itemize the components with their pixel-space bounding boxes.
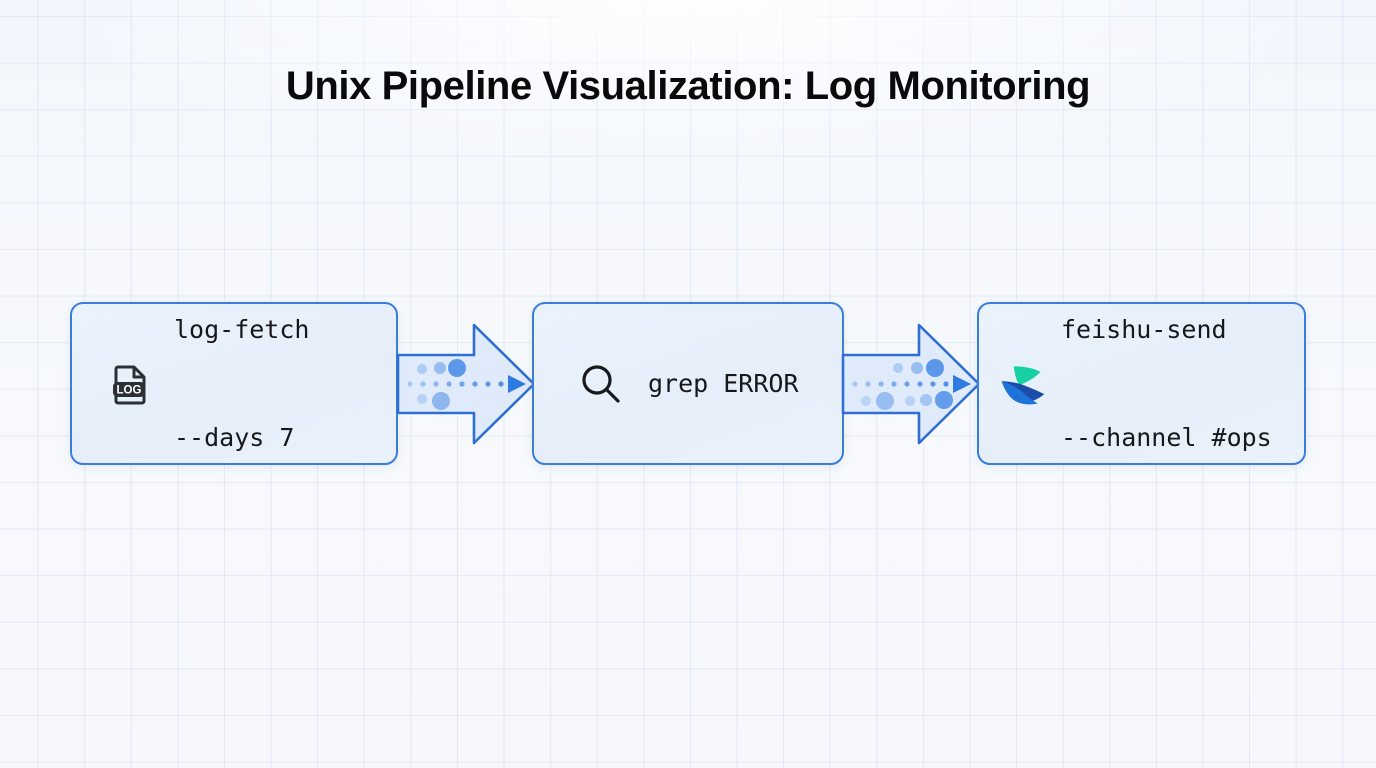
flow-particles [417,359,466,410]
pipeline-node-grep-error[interactable]: grep ERROR [532,302,844,465]
flow-arrowhead [953,375,971,393]
pipeline-node-log-fetch[interactable]: LOG log-fetch --days 7 [70,302,398,465]
search-icon [576,359,626,409]
pipeline-connector-1 [396,318,538,450]
feishu-logo-icon [997,359,1047,409]
log-badge-text: LOG [117,384,142,396]
flow-particles [861,359,953,410]
pipeline-node-label: log-fetch --days 7 [174,240,309,528]
flow-dots [852,381,949,387]
pipeline-node-label: feishu-send --channel #ops [1061,240,1272,528]
flow-dots [407,381,504,387]
node-label-line-1: feishu-send [1061,314,1227,344]
pipeline-node-label: grep ERROR [648,294,799,474]
pipeline-node-feishu-send[interactable]: feishu-send --channel #ops [977,302,1306,465]
flow-arrowhead [508,375,526,393]
log-file-icon: LOG [106,359,156,409]
node-label-line-2: --days 7 [174,422,295,452]
block-arrow-shape [841,323,981,445]
node-label-line-2: --channel #ops [1061,422,1272,452]
pipeline-connector-2 [841,318,983,450]
node-label-line-1: grep ERROR [648,368,799,398]
page-title: Unix Pipeline Visualization: Log Monitor… [285,64,1091,108]
node-label-line-1: log-fetch [174,314,310,344]
block-arrow-shape [396,323,536,445]
